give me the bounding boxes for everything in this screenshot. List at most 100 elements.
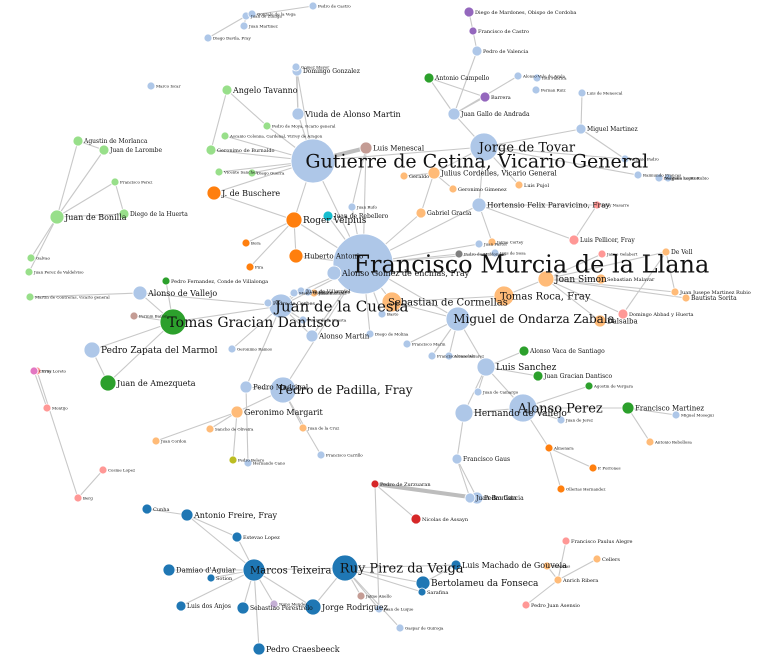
node-mayor[interactable] — [291, 62, 301, 72]
node-guil[interactable] — [303, 287, 313, 297]
node-hvallejo[interactable] — [454, 403, 474, 423]
node-padro[interactable] — [620, 154, 630, 164]
node-rodriguez[interactable] — [304, 598, 322, 616]
node-nasarre[interactable] — [592, 200, 602, 210]
node-iota[interactable] — [532, 73, 542, 83]
node-almenara[interactable] — [544, 443, 554, 453]
node-cuesta2[interactable] — [298, 315, 308, 325]
node-mmartinez[interactable] — [575, 123, 587, 135]
node-viuda[interactable] — [291, 107, 305, 121]
node-pastor[interactable] — [474, 239, 484, 249]
node-aguiar[interactable] — [162, 563, 176, 577]
node-molina[interactable] — [365, 329, 375, 339]
node-pira[interactable] — [245, 262, 255, 272]
node-campello[interactable] — [423, 72, 435, 84]
node-hernanello[interactable] — [556, 484, 566, 494]
node-fermin[interactable] — [129, 311, 139, 321]
node-simon[interactable] — [537, 270, 555, 288]
node-curtis[interactable] — [29, 366, 39, 376]
node-vell[interactable] — [661, 247, 671, 257]
node-rebellero[interactable] — [322, 210, 334, 222]
node-amezqueta[interactable] — [99, 374, 117, 392]
node-ondarza[interactable] — [445, 306, 471, 332]
node-sosa[interactable] — [490, 248, 500, 258]
node-rubio[interactable] — [670, 287, 680, 297]
node-cellers[interactable] — [592, 554, 602, 564]
node-sarafina[interactable] — [417, 587, 427, 597]
node-bonifacio[interactable] — [247, 9, 257, 19]
node-perestrelo[interactable] — [236, 601, 250, 615]
node-bonilla[interactable] — [49, 209, 65, 225]
node-moya[interactable] — [262, 121, 272, 131]
node-martin[interactable] — [305, 329, 319, 343]
node-morlanca[interactable] — [72, 135, 84, 147]
node-vale[interactable] — [513, 71, 523, 81]
node-cetina[interactable] — [290, 138, 336, 184]
node-contreras[interactable] — [25, 292, 35, 302]
node-huerta[interactable] — [118, 208, 130, 220]
node-madrigal[interactable] — [239, 380, 253, 394]
node-dalsalba[interactable] — [593, 314, 607, 328]
node-rebollosa[interactable] — [645, 437, 655, 447]
node-vaca[interactable] — [518, 345, 530, 357]
node-lopez[interactable] — [231, 531, 243, 543]
node-valencia[interactable] — [471, 45, 483, 57]
node-anjos[interactable] — [175, 600, 187, 612]
node-huerta2[interactable] — [617, 308, 629, 320]
node-hubert[interactable] — [288, 248, 304, 264]
node-luque[interactable] — [374, 604, 384, 614]
node-cormellas[interactable] — [381, 291, 403, 313]
node-isolated2[interactable] — [663, 173, 673, 183]
node-tovar[interactable] — [469, 132, 499, 162]
node-porras[interactable] — [588, 463, 598, 473]
node-velpius[interactable] — [285, 211, 303, 229]
node-machado[interactable] — [450, 559, 462, 571]
node-marcos[interactable] — [242, 558, 266, 582]
node-mosegui[interactable] — [671, 410, 681, 420]
node-tavernas[interactable] — [542, 561, 552, 571]
node-castro[interactable] — [468, 26, 478, 36]
node-mesnecal[interactable] — [359, 141, 373, 155]
node-alegre[interactable] — [561, 536, 571, 546]
node-quiroga[interactable] — [395, 623, 405, 633]
node-garcia2[interactable] — [451, 453, 463, 465]
node-mendoza[interactable] — [220, 131, 230, 141]
node-valdivieso[interactable] — [24, 267, 34, 277]
node-castelo[interactable] — [308, 1, 318, 11]
node-berg[interactable] — [73, 493, 83, 503]
node-barrera[interactable] — [479, 91, 491, 103]
node-dantisco[interactable] — [159, 308, 187, 336]
node-jgd[interactable] — [532, 370, 544, 382]
node-menescal2[interactable] — [577, 88, 587, 98]
node-sanchez2[interactable] — [427, 351, 437, 361]
node-marin[interactable] — [402, 339, 412, 349]
node-montijo[interactable] — [42, 403, 52, 413]
node-rufo[interactable] — [347, 202, 357, 212]
node-veiga[interactable] — [331, 554, 359, 582]
node-fmartinez[interactable] — [621, 401, 635, 415]
node-murcia[interactable] — [332, 233, 394, 295]
node-vicente[interactable] — [214, 167, 224, 177]
node-agostin[interactable] — [584, 381, 594, 391]
node-perez[interactable] — [508, 393, 538, 423]
node-villalonga[interactable] — [161, 276, 171, 286]
node-marmol[interactable] — [83, 341, 101, 359]
node-martinezjuan[interactable] — [239, 21, 249, 31]
node-pedraza[interactable] — [110, 177, 120, 187]
node-carrillo[interactable] — [316, 450, 326, 460]
node-isolated[interactable] — [146, 81, 156, 91]
node-jerez[interactable] — [556, 415, 566, 425]
node-galvao[interactable] — [26, 253, 36, 263]
node-cosmo[interactable] — [98, 465, 108, 475]
node-craesbeeck[interactable] — [252, 642, 266, 656]
node-raimundo[interactable] — [633, 170, 643, 180]
node-mendiola[interactable] — [326, 265, 342, 281]
node-melgar[interactable] — [356, 591, 366, 601]
node-abonez[interactable] — [444, 351, 454, 361]
node-assayn[interactable] — [410, 513, 422, 525]
node-clemente[interactable] — [597, 249, 607, 259]
node-mardones[interactable] — [463, 6, 475, 18]
node-nuno[interactable] — [269, 599, 279, 609]
node-asensio[interactable] — [521, 600, 531, 610]
node-pellicer[interactable] — [568, 234, 580, 246]
